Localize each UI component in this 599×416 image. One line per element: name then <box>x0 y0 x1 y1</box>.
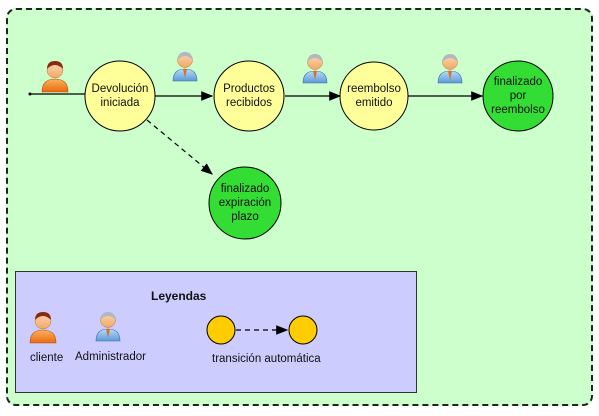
legend-graphics <box>29 312 318 345</box>
admin-person-icon <box>302 54 328 84</box>
admin-person-icon <box>172 52 198 82</box>
legend-cliente-label: cliente <box>30 352 64 364</box>
state-devolucion-iniciada <box>84 60 156 132</box>
state-finalizado-reembolso <box>482 60 554 132</box>
legend-box: Leyendas cliente Administrador transició… <box>15 271 417 393</box>
legend-title: Leyendas <box>151 289 207 303</box>
label-finalizado-reembolso: finalizado por reembolso <box>491 76 545 116</box>
start-dot <box>28 92 32 96</box>
state-finalizado-expiracion <box>208 166 282 240</box>
label-productos-recibidos: Productos recibidos <box>223 83 275 109</box>
state-reembolso-emitido <box>339 61 409 131</box>
legend-auto-target-node <box>288 315 318 345</box>
admin-person-icon <box>437 54 463 84</box>
label-devolucion-iniciada: Devolución iniciada <box>91 83 149 109</box>
client-person-icon <box>41 61 69 93</box>
legend-auto-source-node <box>206 315 236 345</box>
legend-administrador-label: Administrador <box>75 351 146 363</box>
state-productos-recibidos <box>213 60 285 132</box>
client-person-icon <box>29 312 57 344</box>
legend-transicion-label: transición automática <box>212 353 321 365</box>
label-reembolso-emitido: reembolso emitido <box>347 83 401 109</box>
admin-person-icon <box>95 312 121 342</box>
auto-transition-expiracion <box>146 119 213 175</box>
label-finalizado-expiracion: finalizado expiración plazo <box>218 183 272 223</box>
